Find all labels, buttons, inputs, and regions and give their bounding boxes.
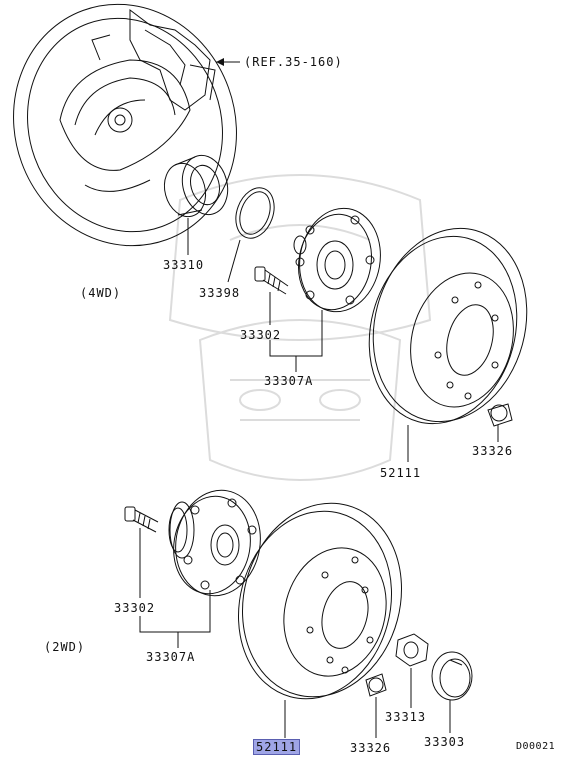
variant-label-4wd: (4WD) [80,286,122,300]
watermark-emblem [168,174,432,481]
part-label-33302-b[interactable]: 33302 [114,601,156,615]
brake-rotor-4wd [368,227,528,425]
hub-cap-33326-a [487,403,513,427]
lock-nut-33313 [395,633,429,667]
wheel-bearing-33310 [163,154,229,218]
diagram-id: D00021 [516,741,556,752]
part-label-33313[interactable]: 33313 [385,710,427,724]
part-label-52111-b-selected[interactable]: 52111 [253,739,301,755]
part-label-52111-a[interactable]: 52111 [380,466,422,480]
part-label-33307a-b[interactable]: 33307A [146,650,196,664]
part-label-33302-a[interactable]: 33302 [240,328,282,342]
hub-bolt-2wd [124,506,159,533]
ref-arrow [216,58,224,66]
part-label-33310[interactable]: 33310 [163,258,205,272]
part-label-33398[interactable]: 33398 [199,286,241,300]
part-label-33307a-a[interactable]: 33307A [264,374,314,388]
part-label-33326-a[interactable]: 33326 [472,444,514,458]
backing-plate-assembly [13,3,237,247]
grease-cap-33303 [431,651,473,701]
brake-rotor-2wd [237,502,402,700]
wheel-hub-2wd [168,489,261,597]
part-label-33303[interactable]: 33303 [424,735,466,749]
bracket-33307a-b [139,590,211,633]
ref-label[interactable]: (REF.35-160) [244,55,343,69]
variant-label-2wd: (2WD) [44,640,86,654]
hub-bolt-4wd [254,266,289,295]
hub-cap-33326-b [365,673,387,697]
snap-ring [235,187,275,239]
part-label-33326-b[interactable]: 33326 [350,741,392,755]
wheel-hub-4wd [293,207,381,313]
leader-33398 [227,239,241,283]
